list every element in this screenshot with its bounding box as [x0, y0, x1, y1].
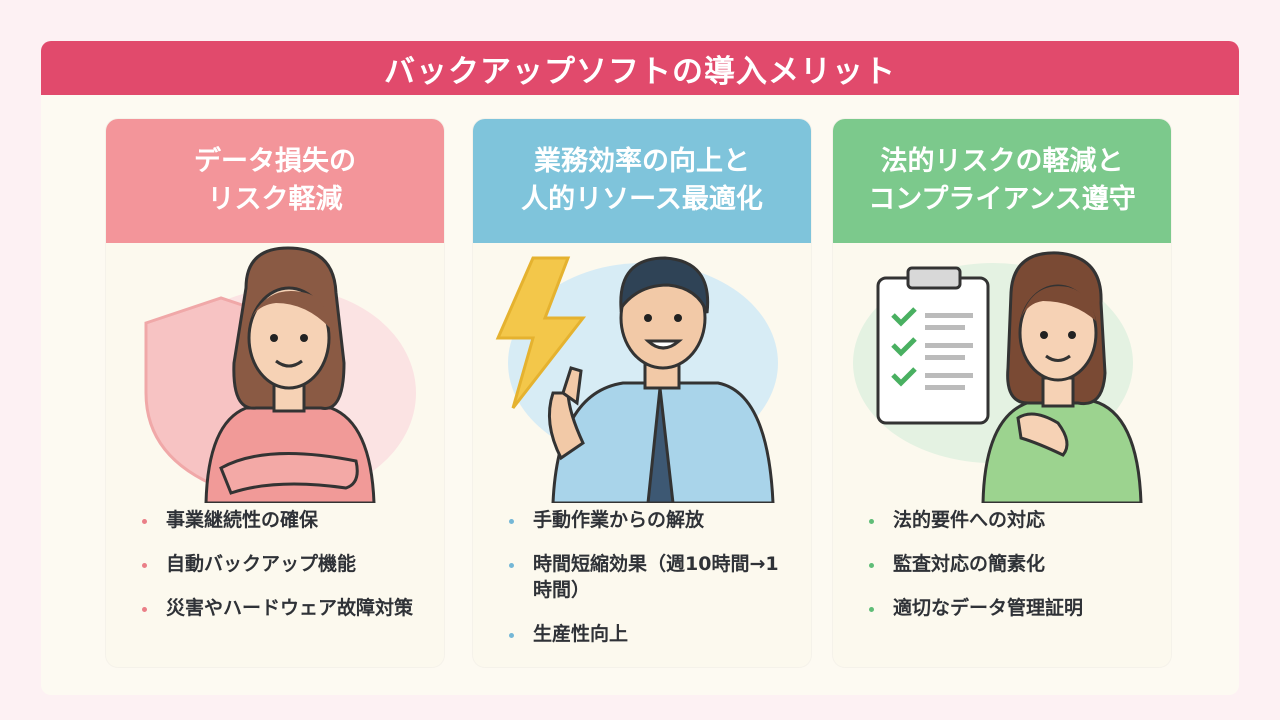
card-heading-line2: リスク軽減 [207, 184, 343, 215]
card-efficiency: 業務効率の向上と 人的リソース最適化 手動作業からの解放 時間短縮効果（週10時… [473, 119, 811, 667]
man-lightning-bolt-icon [495, 256, 778, 503]
list-item: 災害やハードウェア故障対策 [134, 595, 430, 621]
page-title: バックアップソフトの導入メリット [41, 41, 1239, 95]
list-item: 生産性向上 [501, 621, 797, 647]
card-heading-line2: コンプライアンス遵守 [868, 184, 1136, 215]
bullet-list: 法的要件への対応 監査対応の簡素化 適切なデータ管理証明 [861, 507, 1157, 639]
bullet-list: 事業継続性の確保 自動バックアップ機能 災害やハードウェア故障対策 [134, 507, 430, 639]
list-item: 時間短縮効果（週10時間→1時間） [501, 551, 797, 603]
slide-frame: バックアップソフトの導入メリット データ損失の リスク軽減 事業継続性の確保 自… [41, 41, 1239, 695]
card-compliance: 法的リスクの軽減と コンプライアンス遵守 [833, 119, 1171, 667]
list-item: 監査対応の簡素化 [861, 551, 1157, 577]
list-item: 自動バックアップ機能 [134, 551, 430, 577]
card-heading: 業務効率の向上と 人的リソース最適化 [473, 119, 811, 243]
card-data-loss: データ損失の リスク軽減 事業継続性の確保 自動バックアップ機能 災害やハードウ… [106, 119, 444, 667]
woman-arms-crossed-shield-icon [144, 246, 416, 503]
list-item: 事業継続性の確保 [134, 507, 430, 533]
card-heading: 法的リスクの軽減と コンプライアンス遵守 [833, 119, 1171, 243]
card-heading: データ損失の リスク軽減 [106, 119, 444, 243]
list-item: 法的要件への対応 [861, 507, 1157, 533]
card-heading-line2: 人的リソース最適化 [521, 184, 763, 215]
list-item: 適切なデータ管理証明 [861, 595, 1157, 621]
card-heading-line1: 法的リスクの軽減と [880, 146, 1124, 177]
woman-checklist-clipboard-icon [853, 251, 1143, 503]
card-heading-line1: 業務効率の向上と [534, 146, 750, 177]
card-heading-line1: データ損失の [194, 146, 356, 177]
list-item: 手動作業からの解放 [501, 507, 797, 533]
bullet-list: 手動作業からの解放 時間短縮効果（週10時間→1時間） 生産性向上 [501, 507, 797, 665]
